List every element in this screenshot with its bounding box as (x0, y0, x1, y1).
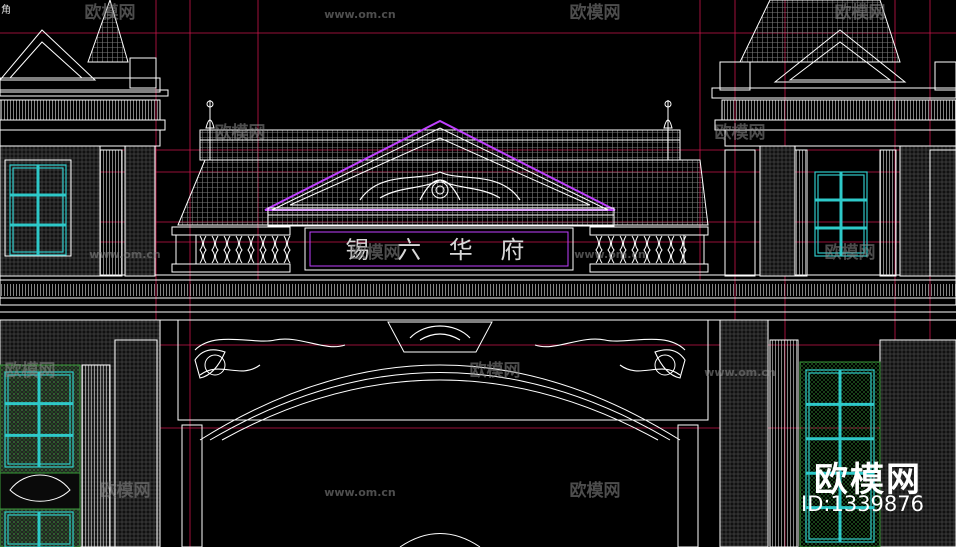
balustrade-right (589, 226, 709, 273)
watermark-text: 欧模网 (215, 122, 266, 143)
entablature (0, 274, 956, 321)
windows (4, 164, 875, 547)
watermark-text: 欧模网 (715, 122, 766, 143)
baluster (259, 235, 267, 264)
window (4, 511, 74, 547)
central-roof (177, 100, 709, 226)
watermark-text: www.om.cn (324, 8, 396, 21)
baluster (211, 235, 219, 264)
watermark-text: 欧模网 (100, 480, 151, 501)
arch-ornament-right (534, 338, 686, 379)
baluster (643, 235, 651, 264)
watermark-text: 欧模网 (470, 360, 521, 381)
pediment-ornament (359, 171, 521, 201)
watermark-text: www.om.cn (324, 486, 396, 499)
watermark-text: 欧模网 (5, 360, 56, 381)
window (4, 371, 74, 468)
watermark-text: www.om.cn (574, 248, 646, 261)
baluster (595, 235, 603, 264)
baluster (679, 235, 687, 264)
watermark-text: 欧模网 (835, 2, 886, 23)
window (814, 171, 868, 257)
watermark-text: 欧模网 (570, 480, 621, 501)
baluster (655, 235, 663, 264)
baluster (247, 235, 255, 264)
balusters (199, 235, 687, 264)
baluster (631, 235, 639, 264)
main-arch (177, 319, 709, 547)
watermark-text: www.om.cn (704, 366, 776, 379)
baluster (271, 235, 279, 264)
name-plaque: 锡 六 华 府 (304, 227, 574, 271)
right-tower (711, 0, 956, 547)
baluster (199, 235, 207, 264)
baluster (607, 235, 615, 264)
watermark-id: ID:1339876 (801, 492, 924, 516)
watermark-text: 欧模网 (570, 2, 621, 23)
balustrade-left (171, 226, 291, 273)
watermark-brand-logo: 欧模网 (814, 460, 922, 500)
baluster (667, 235, 675, 264)
watermark-text: 欧模网 (350, 242, 401, 263)
pediment (264, 119, 616, 227)
watermark-text: www.om.cn (89, 248, 161, 261)
baluster (235, 235, 243, 264)
baluster (619, 235, 627, 264)
plaque-text: 锡 六 华 府 (346, 236, 535, 264)
corner-label: 角 (1, 5, 11, 16)
left-tower (0, 0, 169, 547)
arch-ornament-left (194, 338, 346, 379)
baluster (283, 235, 291, 264)
window (9, 164, 67, 256)
window (805, 369, 875, 543)
watermark-text: 欧模网 (825, 242, 876, 263)
baluster (223, 235, 231, 264)
watermark-text: 欧模网 (85, 2, 136, 23)
